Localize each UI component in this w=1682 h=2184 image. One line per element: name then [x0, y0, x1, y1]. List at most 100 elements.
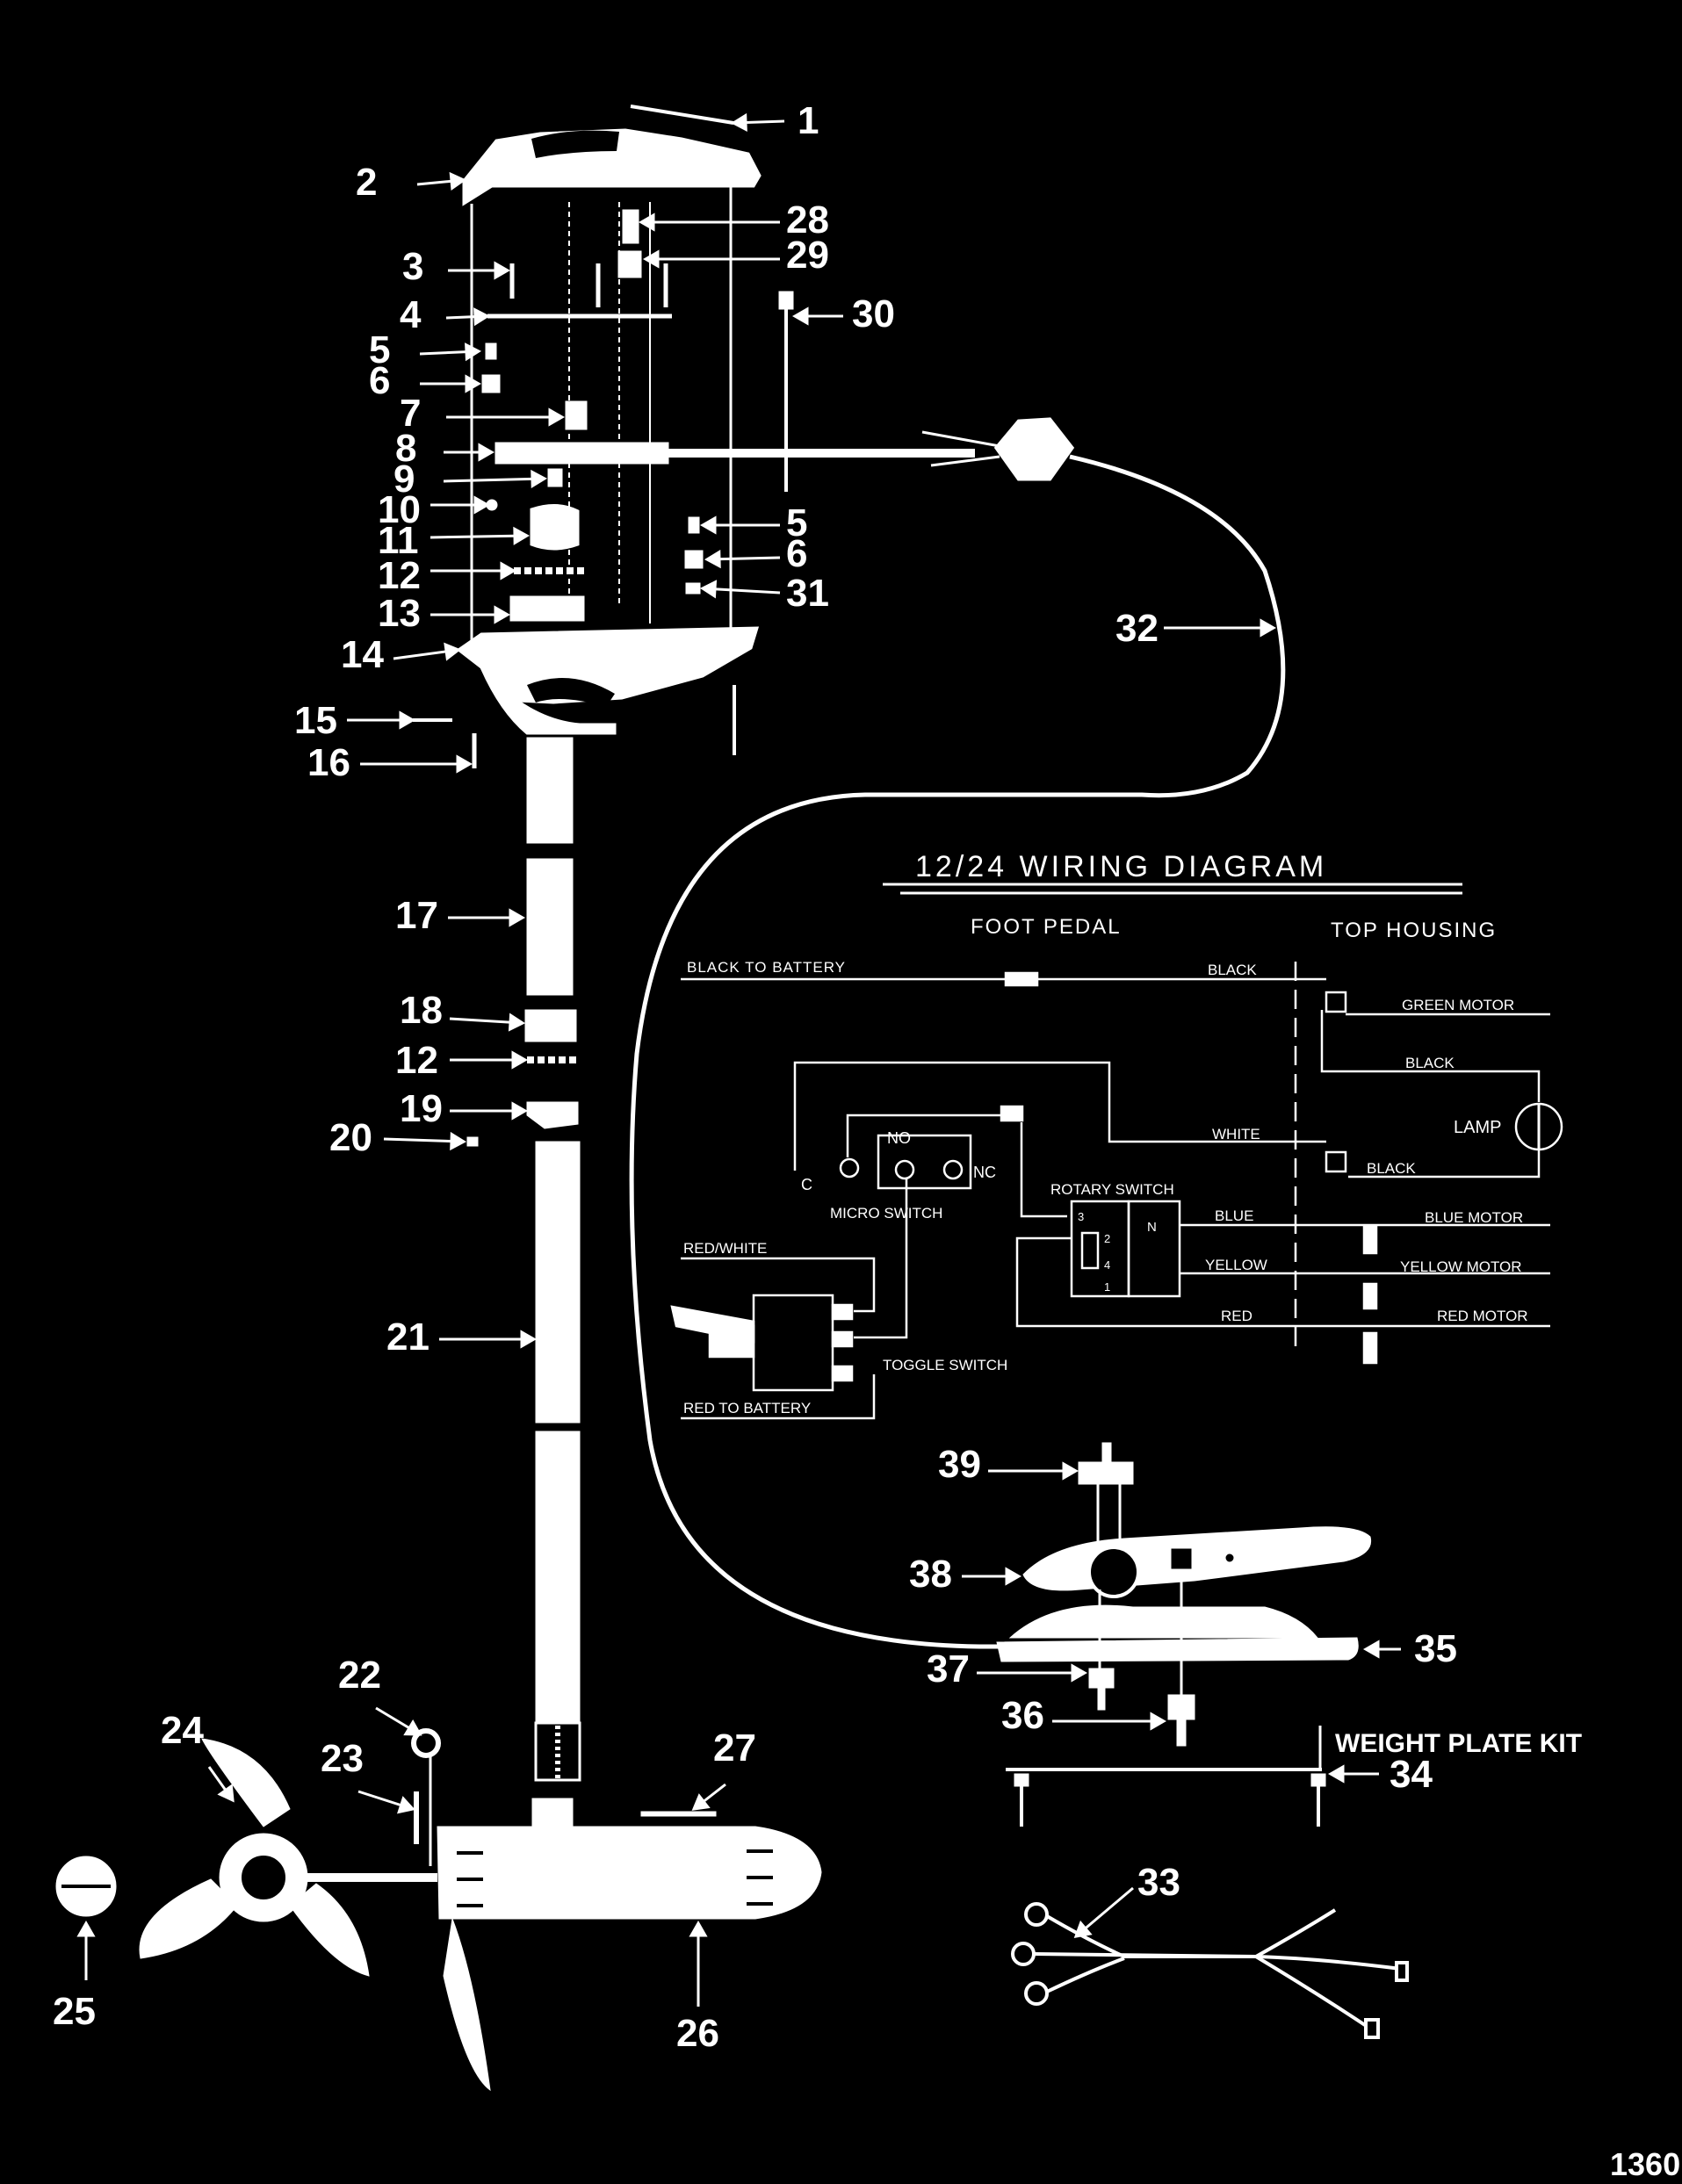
arrowhead-5 — [699, 515, 717, 535]
blue-connector — [1362, 1225, 1378, 1255]
micro-switch-screw-2 — [942, 1159, 964, 1180]
label-yellow-motor: YELLOW MOTOR — [1400, 1258, 1522, 1275]
rotary-wiper — [1080, 1231, 1100, 1270]
housing-recess — [527, 678, 615, 707]
label-red-to-battery: RED TO BATTERY — [683, 1400, 811, 1416]
label-green-motor: GREEN MOTOR — [1402, 997, 1514, 1013]
arrowhead-18 — [508, 1013, 526, 1032]
wiring-title: 12/24 WIRING DIAGRAM — [915, 850, 1327, 883]
callout-24: 24 — [161, 1709, 204, 1752]
arrowhead-15 — [399, 710, 416, 730]
part-20-pin — [466, 1136, 479, 1147]
no-connector — [1000, 1105, 1024, 1122]
micro-switch-screw-1 — [894, 1159, 915, 1180]
callout-36: 36 — [1001, 1694, 1044, 1737]
callout-31: 31 — [786, 572, 829, 615]
harness-terminal-2 — [1364, 2018, 1380, 2039]
rotary-n: N — [1147, 1220, 1157, 1235]
part-9-spacer — [547, 468, 563, 487]
harness-terminal-1 — [1395, 1961, 1409, 1982]
propeller-bore — [236, 1850, 291, 1905]
callout-25: 25 — [53, 1990, 96, 2033]
label-micro-switch: MICRO SWITCH — [830, 1205, 942, 1222]
weight-plate-foot-2 — [1310, 1773, 1326, 1787]
red-battery-wire — [681, 1374, 876, 1420]
callout-10: 10 — [378, 488, 421, 531]
inline-fuse — [1004, 971, 1039, 987]
callout-17: 17 — [395, 894, 438, 937]
harness-wire-2 — [1033, 1952, 1257, 1958]
part-11-bearing — [530, 504, 580, 551]
arrowhead-12 — [500, 561, 517, 580]
callout-23: 23 — [321, 1737, 364, 1780]
cable-path — [629, 454, 1286, 1649]
rotary-switch-side — [1127, 1200, 1181, 1298]
part-18-bushing — [524, 1009, 577, 1042]
toggle-terminal-2 — [831, 1330, 854, 1348]
arrowhead-13 — [494, 605, 511, 624]
callout-15: 15 — [294, 699, 337, 742]
callout-38: 38 — [909, 1553, 952, 1596]
rotary-pin-2: 2 — [1104, 1232, 1110, 1245]
housing-collar — [480, 667, 617, 735]
lamp-wire-top — [1320, 1010, 1541, 1102]
label-blue: BLUE — [1215, 1207, 1253, 1224]
callout-19: 19 — [400, 1087, 443, 1130]
callout-2: 2 — [356, 161, 377, 204]
arrowhead-6 — [465, 374, 482, 393]
part-callouts: 1234567891011121314151617181219202122232… — [53, 99, 1457, 2055]
part-37-switch — [1088, 1668, 1115, 1689]
arrowhead-25 — [76, 1920, 96, 1937]
toggle-bushing — [708, 1324, 755, 1359]
callout-39: 39 — [938, 1443, 981, 1486]
part-36-switch — [1167, 1694, 1195, 1720]
callout-28: 28 — [786, 198, 829, 241]
label-rotary-switch: ROTARY SWITCH — [1050, 1181, 1174, 1198]
green-terminal — [1325, 991, 1347, 1013]
arrowhead-34 — [1327, 1764, 1345, 1784]
callout-14: 14 — [341, 633, 384, 676]
callout-6: 6 — [786, 532, 807, 575]
rotary-pin-3: 3 — [1078, 1210, 1084, 1223]
label-blue-motor: BLUE MOTOR — [1425, 1209, 1523, 1226]
harness-wire-3 — [1046, 1957, 1125, 1993]
label-black-1: BLACK — [1208, 962, 1257, 978]
micro-switch-c-terminal — [839, 1157, 860, 1178]
callout-13: 13 — [378, 592, 421, 635]
callout-35: 35 — [1414, 1627, 1457, 1670]
red-motor-wire — [1015, 1236, 1550, 1328]
callout-30: 30 — [852, 292, 895, 335]
label-red: RED — [1221, 1308, 1252, 1324]
label-red-motor: RED MOTOR — [1437, 1308, 1528, 1324]
shaft-assembly — [466, 737, 581, 1834]
part-31-washer — [685, 582, 701, 595]
part-21-composite-shaft-upper — [535, 1141, 581, 1424]
part-7-knob — [565, 400, 588, 430]
arrowhead-39 — [1062, 1461, 1079, 1481]
white-wire — [793, 1061, 1326, 1171]
part-1-cover — [630, 105, 734, 125]
wiring-diagram: 12/24 WIRING DIAGRAM FOOT PEDAL TOP HOUS… — [670, 850, 1563, 1420]
white-terminal — [1325, 1150, 1347, 1173]
arrowhead-3 — [494, 261, 511, 280]
callout-20: 20 — [329, 1116, 372, 1159]
label-red-white: RED/WHITE — [683, 1240, 767, 1257]
switch-36-stem — [1176, 1719, 1187, 1747]
arrowhead-35 — [1362, 1640, 1380, 1659]
callout-12: 12 — [395, 1039, 438, 1082]
arrowhead-2 — [449, 171, 467, 191]
foot-pedal — [996, 1442, 1372, 1827]
arrowhead-7 — [548, 407, 566, 427]
label-black-2: BLACK — [1405, 1055, 1455, 1071]
part-22-washer — [411, 1728, 441, 1758]
micro-switch-body — [877, 1134, 972, 1190]
callout-5: 5 — [369, 328, 390, 371]
arrowhead-32 — [1260, 618, 1277, 638]
wire-lead-2 — [930, 455, 1000, 467]
arrowhead-20 — [450, 1131, 467, 1151]
part-19-steering-bracket — [526, 1101, 579, 1129]
arrowhead-9 — [531, 469, 548, 488]
pedal-pivot — [1087, 1546, 1140, 1598]
arrowhead-10 — [473, 495, 491, 515]
lamp-symbol — [1514, 1102, 1563, 1151]
